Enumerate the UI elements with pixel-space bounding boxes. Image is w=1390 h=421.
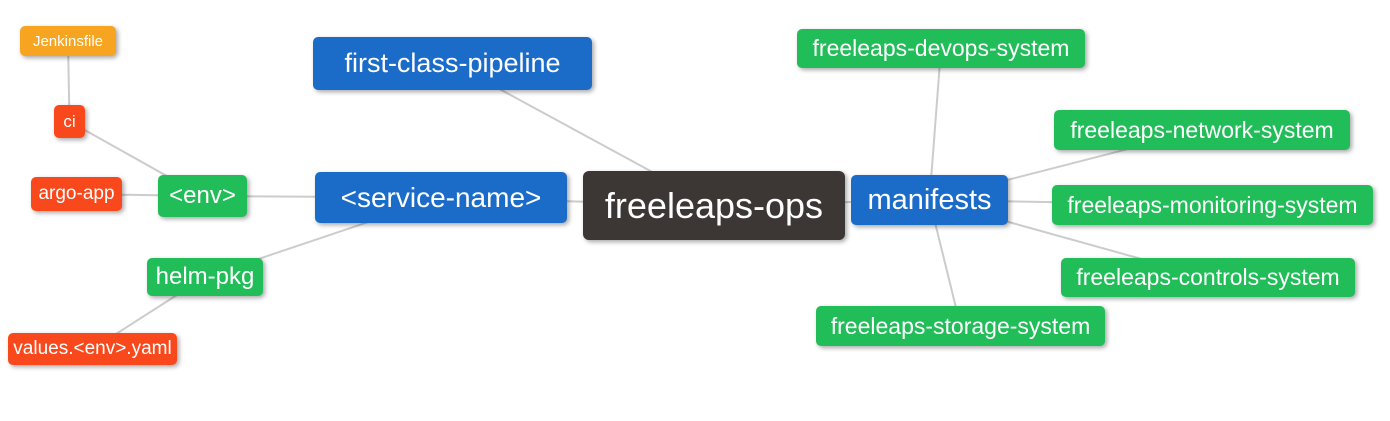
node-values-env-yaml[interactable]: values.<env>.yaml — [8, 333, 177, 365]
edge-manifests-freeleaps-devops-system — [928, 48, 942, 201]
node-env[interactable]: <env> — [158, 175, 247, 217]
node-freeleaps-ops[interactable]: freeleaps-ops — [583, 171, 845, 240]
node-freeleaps-storage-system[interactable]: freeleaps-storage-system — [816, 306, 1105, 346]
node-freeleaps-devops-system[interactable]: freeleaps-devops-system — [797, 29, 1085, 68]
node-helm-pkg[interactable]: helm-pkg — [147, 258, 263, 296]
node-freeleaps-controls-system[interactable]: freeleaps-controls-system — [1061, 258, 1355, 297]
node-manifests[interactable]: manifests — [851, 175, 1008, 225]
node-ci[interactable]: ci — [54, 105, 85, 138]
node-freeleaps-monitoring-system[interactable]: freeleaps-monitoring-system — [1052, 185, 1373, 225]
node-jenkinsfile[interactable]: Jenkinsfile — [20, 26, 116, 56]
node-service-name[interactable]: <service-name> — [315, 172, 567, 223]
node-argo-app[interactable]: argo-app — [31, 177, 122, 211]
node-freeleaps-network-system[interactable]: freeleaps-network-system — [1054, 110, 1350, 150]
node-first-class-pipeline[interactable]: first-class-pipeline — [313, 37, 592, 90]
